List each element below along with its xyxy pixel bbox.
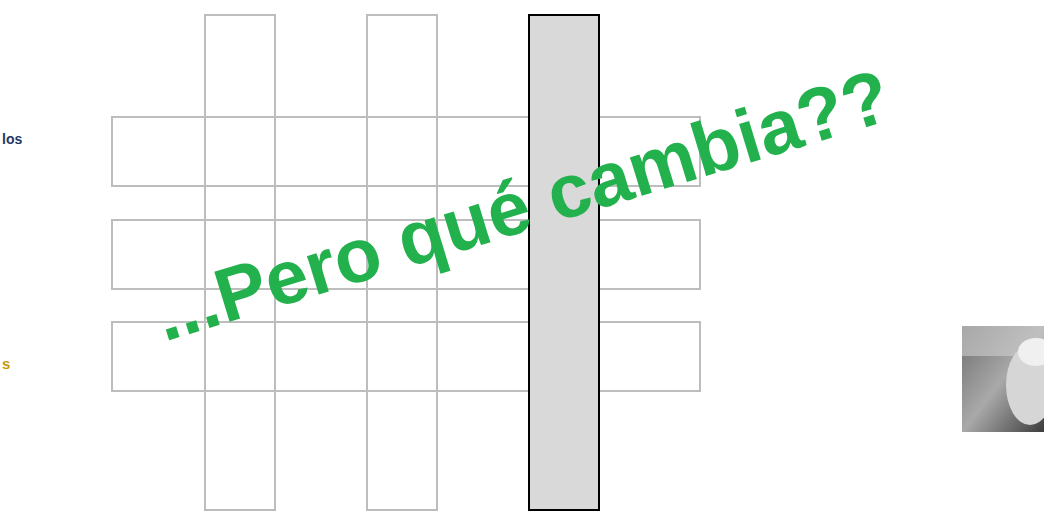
overlay-heading: ...Pero qué cambia?? [144, 53, 899, 356]
highlighted-strip [529, 15, 599, 510]
portrait-photo [962, 326, 1044, 432]
photo-head [1018, 338, 1044, 366]
cut-off-bullet-text: los [2, 132, 22, 147]
cut-off-bullet-text: s [2, 356, 10, 373]
